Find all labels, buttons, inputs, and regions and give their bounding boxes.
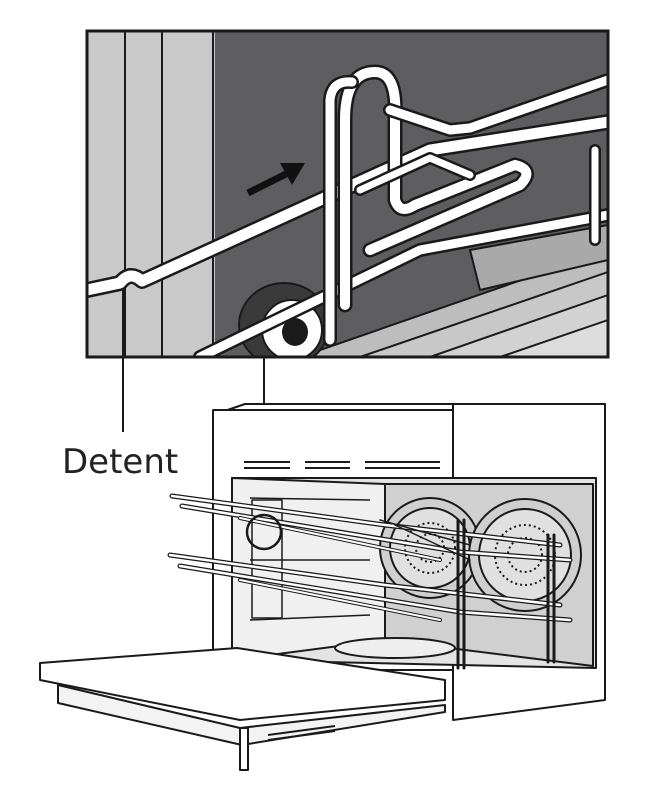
- lower-rack: [167, 552, 573, 623]
- detail-inset: [85, 29, 610, 359]
- detent-magnifier-circle: [245, 513, 283, 551]
- insertion-arrow-icon: [246, 163, 305, 197]
- rack-frame-vertical: [456, 518, 556, 670]
- oven-floor-element: [334, 637, 456, 659]
- oven-vents: [244, 461, 440, 469]
- detent-label: Detent: [62, 442, 178, 482]
- inset-border: [85, 29, 610, 359]
- upper-rack: [169, 493, 573, 563]
- rack-back-support: [468, 223, 608, 292]
- oven-racks: [167, 493, 573, 670]
- oven-side-wall: [87, 31, 215, 357]
- oven-door: [39, 647, 446, 771]
- left-rack-guides: [249, 497, 371, 621]
- rack-wires: [87, 64, 608, 357]
